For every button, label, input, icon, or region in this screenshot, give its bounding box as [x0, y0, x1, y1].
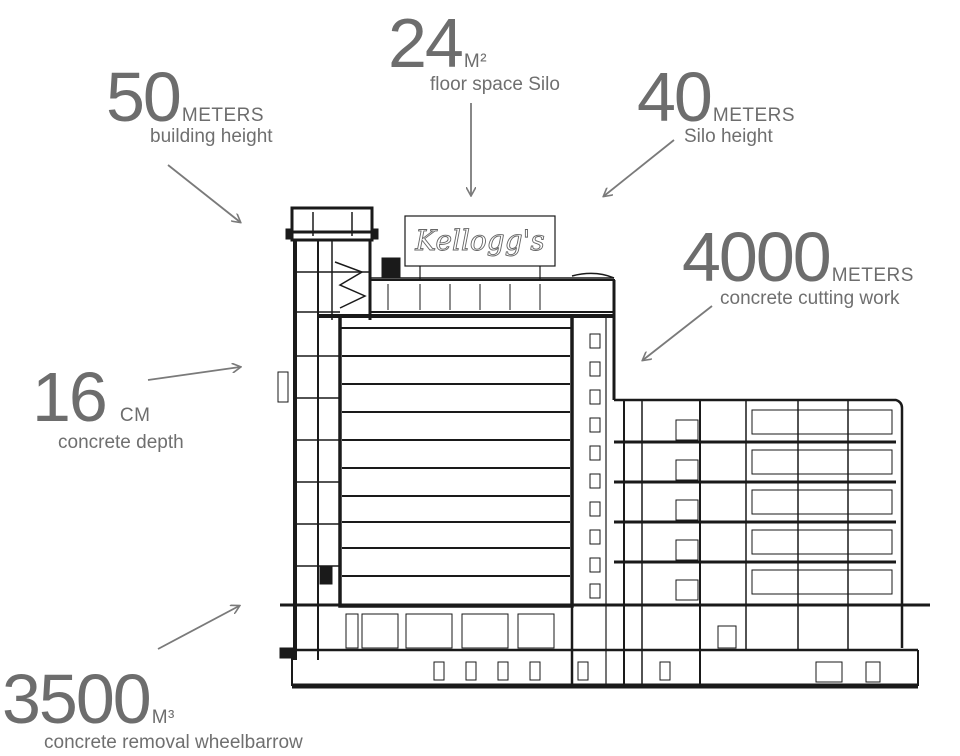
tower-balcony [277, 371, 333, 585]
wheelbarrow-label: concrete removal wheelbarrow [44, 732, 303, 753]
arrow-silo-height [604, 139, 675, 196]
floor-space-label: floor space Silo [430, 74, 560, 95]
concrete-depth-label: concrete depth [58, 432, 184, 453]
building-height-label: building height [150, 126, 273, 147]
arrow-building-height [167, 164, 240, 222]
kelloggs-sign-text: Kellogg's [414, 224, 544, 257]
kelloggs-sign [404, 215, 556, 280]
ground-floor [279, 613, 919, 689]
stair-core [570, 280, 616, 686]
building-height-unit: METERS [181, 105, 265, 126]
arrow-concrete-depth [147, 367, 240, 381]
arrow-wheelbarrow [157, 606, 239, 650]
cutting-work-value: 4000 [682, 218, 832, 296]
silo-height-unit: METERS [712, 105, 796, 126]
right-wing [280, 398, 930, 686]
concrete-depth-value: 16 [32, 358, 108, 436]
floor-space-value: 24 [388, 4, 464, 82]
silo-tower [285, 206, 379, 660]
silo-height-value: 40 [637, 58, 713, 136]
silo-height-label: Silo height [684, 126, 773, 147]
cutting-work-unit: METERS [831, 265, 914, 286]
wheelbarrow-unit: M³ [151, 707, 175, 728]
arrow-cutting-work [643, 305, 713, 360]
floor-space-unit: M² [463, 51, 488, 72]
silo-block [318, 314, 614, 608]
wheelbarrow-value: 3500 [2, 660, 152, 738]
concrete-depth-unit: CM [119, 405, 151, 426]
building-height-value: 50 [106, 58, 182, 136]
cutting-work-label: concrete cutting work [720, 288, 900, 309]
